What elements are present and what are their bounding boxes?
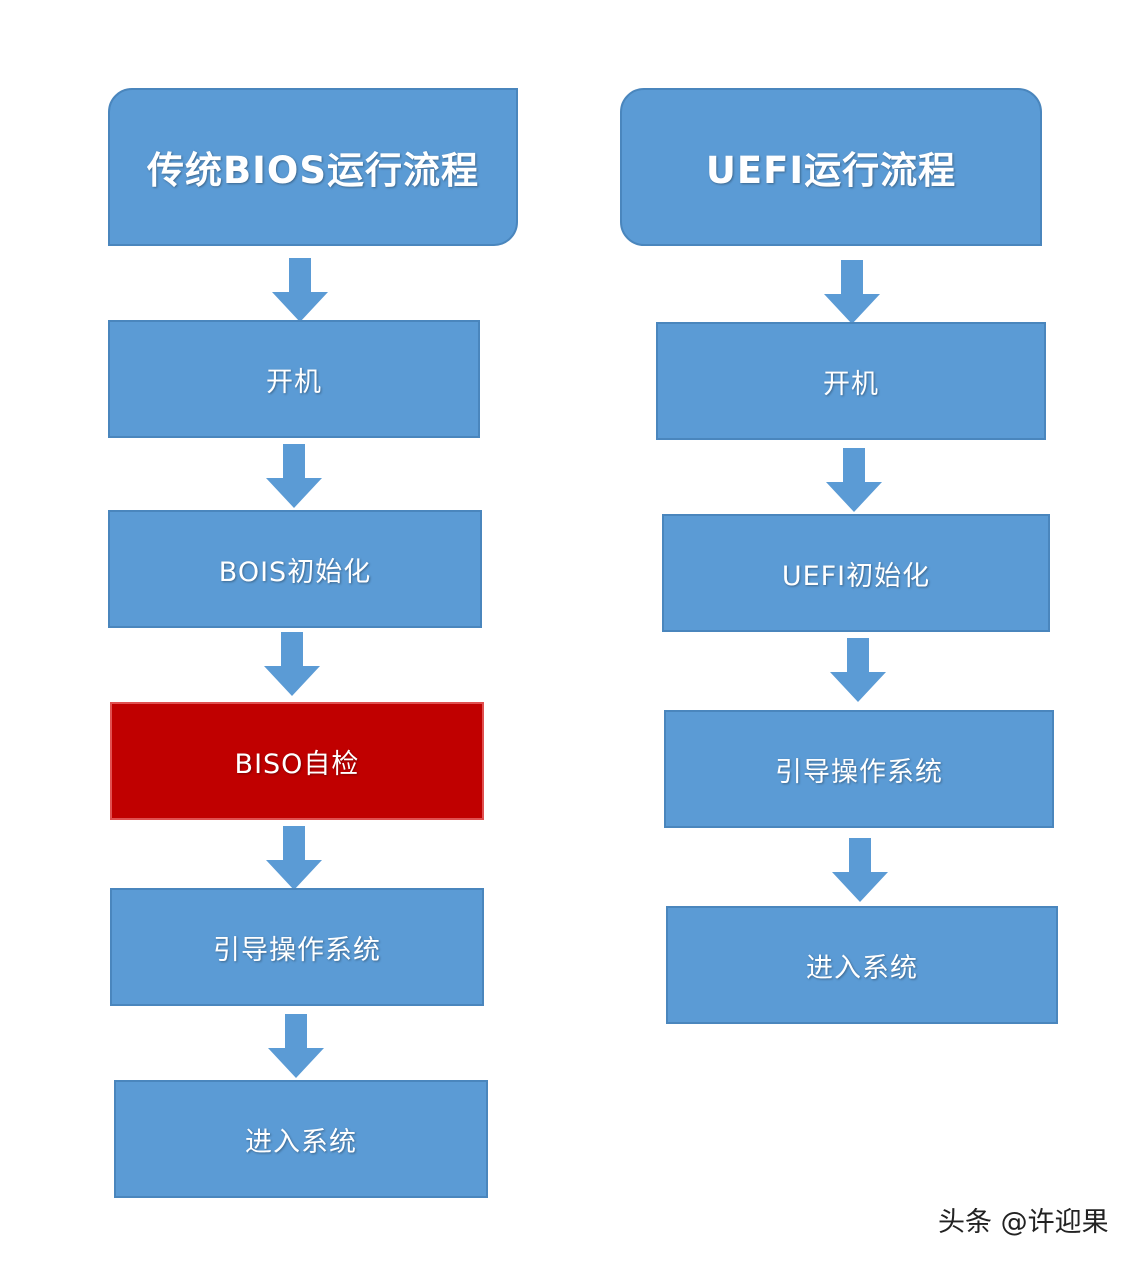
- left-step-enter-system: 进入系统: [114, 1080, 488, 1198]
- right-step-enter-system: 进入系统: [666, 906, 1058, 1024]
- left-step-bios-init: BOIS初始化: [108, 510, 482, 628]
- left-step-power-on: 开机: [108, 320, 480, 438]
- arrow-down-icon: [832, 838, 888, 902]
- arrow-down-icon: [826, 448, 882, 512]
- arrow-down-icon: [272, 258, 328, 322]
- arrow-down-icon: [264, 632, 320, 696]
- arrow-down-icon: [830, 638, 886, 702]
- arrow-down-icon: [268, 1014, 324, 1078]
- left-flow-title: 传统BIOS运行流程: [108, 88, 518, 246]
- watermark-text: 头条 @许迎果: [938, 1207, 1109, 1238]
- arrow-down-icon: [824, 260, 880, 324]
- arrow-down-icon: [266, 444, 322, 508]
- left-step-post: BISO自检: [110, 702, 484, 820]
- right-step-power-on: 开机: [656, 322, 1046, 440]
- right-flow-title: UEFI运行流程: [620, 88, 1042, 246]
- right-step-boot-os: 引导操作系统: [664, 710, 1054, 828]
- arrow-down-icon: [266, 826, 322, 890]
- left-step-boot-os: 引导操作系统: [110, 888, 484, 1006]
- right-step-uefi-init: UEFI初始化: [662, 514, 1050, 632]
